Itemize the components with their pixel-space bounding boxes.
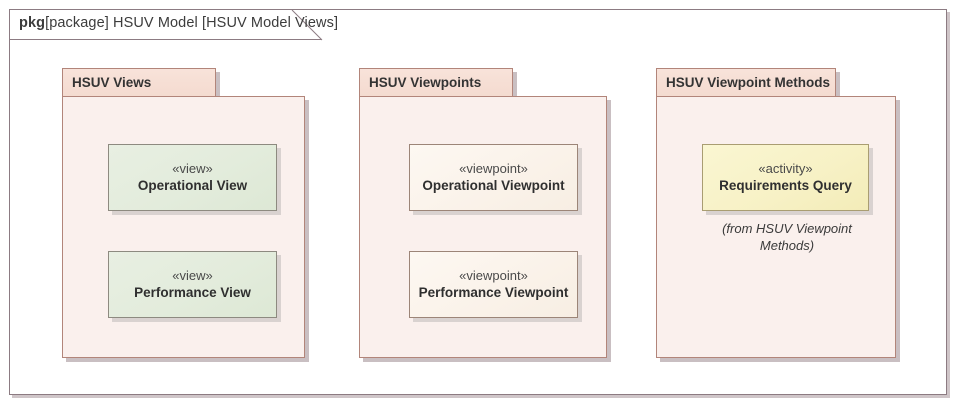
node-operational-viewpoint[interactable]: «viewpoint» Operational Viewpoint	[409, 144, 578, 211]
node-operational-view[interactable]: «view» Operational View	[108, 144, 277, 211]
frame-keyword: pkg	[19, 15, 46, 31]
package-name-label: HSUV Viewpoint Methods	[666, 75, 831, 90]
node-performance-viewpoint[interactable]: «viewpoint» Performance Viewpoint	[409, 251, 578, 318]
stereotype-label: «view»	[172, 268, 213, 283]
node-name-label: Performance Viewpoint	[418, 285, 569, 300]
package-hsuv-viewpoints[interactable]: HSUV Viewpoints «viewpoint» Operational …	[359, 68, 615, 360]
frame-qualifier: [package]	[45, 15, 109, 31]
stereotype-label: «activity»	[758, 161, 813, 176]
stereotype-label: «view»	[172, 161, 213, 176]
node-name-label: Operational View	[137, 178, 248, 193]
package-body-hsuv-views	[62, 96, 305, 358]
node-name-label: Operational Viewpoint	[422, 178, 565, 193]
package-name-label: HSUV Viewpoints	[369, 75, 482, 90]
package-name-label: HSUV Views	[72, 75, 152, 90]
stereotype-label: «viewpoint»	[459, 268, 528, 283]
node-requirements-query[interactable]: «activity» Requirements Query	[702, 144, 869, 211]
node-origin-caption: (from HSUV Viewpoint Methods)	[692, 220, 882, 254]
origin-caption-line2: Methods)	[759, 238, 815, 253]
package-diagram-frame: pkg[package] HSUV Model [HSUV Model View…	[9, 9, 947, 395]
origin-caption-line1: (from HSUV Viewpoint	[722, 221, 852, 236]
node-name-label: Performance View	[134, 285, 251, 300]
package-tab-hsuv-views[interactable]: HSUV Views	[62, 68, 216, 97]
node-performance-view[interactable]: «view» Performance View	[108, 251, 277, 318]
frame-header-shape	[10, 10, 322, 40]
diagram-frame-header: pkg[package] HSUV Model [HSUV Model View…	[10, 9, 338, 41]
package-body-hsuv-viewpoint-methods	[656, 96, 896, 358]
package-hsuv-views[interactable]: HSUV Views «view» Operational View «view…	[62, 68, 312, 360]
stereotype-label: «viewpoint»	[459, 161, 528, 176]
package-tab-hsuv-viewpoints[interactable]: HSUV Viewpoints	[359, 68, 513, 97]
node-name-label: Requirements Query	[719, 178, 852, 193]
frame-header-label: pkg[package] HSUV Model [HSUV Model View…	[19, 15, 338, 31]
package-hsuv-viewpoint-methods[interactable]: HSUV Viewpoint Methods «activity» Requir…	[656, 68, 904, 360]
package-body-hsuv-viewpoints	[359, 96, 607, 358]
frame-view-name: [HSUV Model Views]	[201, 15, 339, 31]
frame-model-name: HSUV Model	[113, 15, 198, 31]
package-tab-hsuv-viewpoint-methods[interactable]: HSUV Viewpoint Methods	[656, 68, 836, 97]
